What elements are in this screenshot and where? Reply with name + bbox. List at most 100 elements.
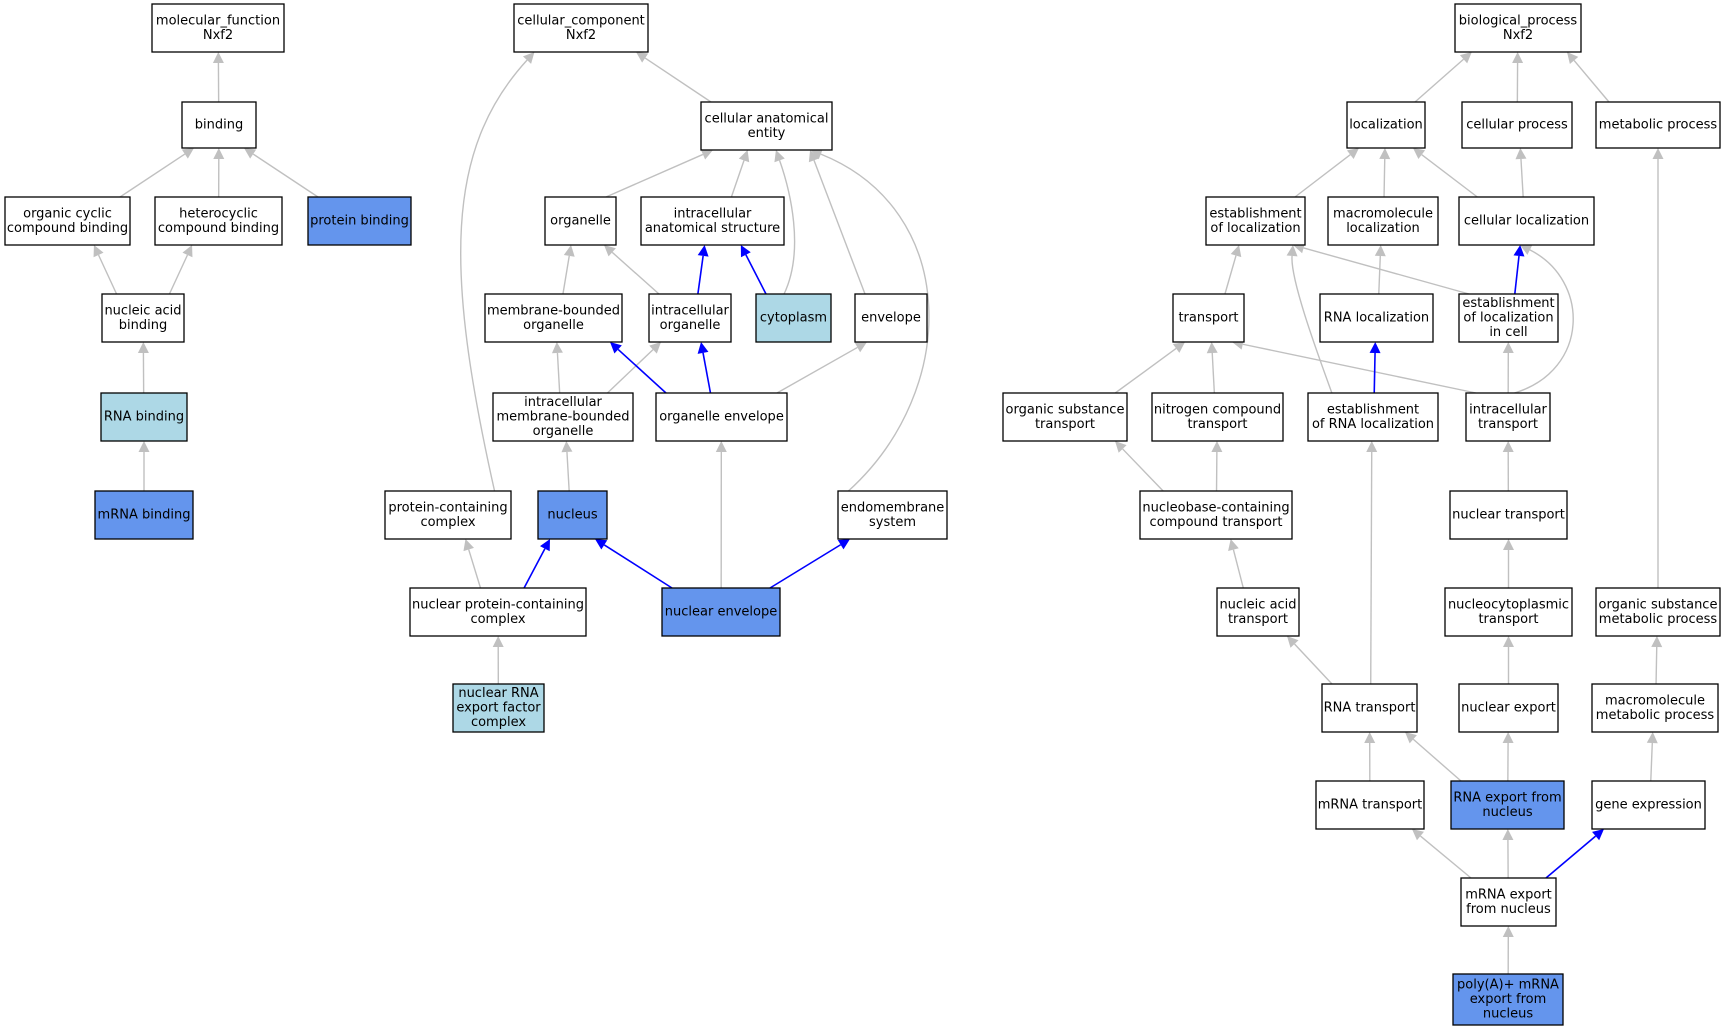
edge-line bbox=[1211, 352, 1216, 394]
node-label: binding bbox=[119, 318, 167, 333]
node-box bbox=[854, 293, 928, 343]
node-box bbox=[1444, 587, 1573, 637]
node-cytoplasm: cytoplasm bbox=[755, 293, 832, 343]
edge-cytoplasm-to-ias bbox=[740, 245, 767, 295]
node-protein-binding: protein binding bbox=[307, 196, 412, 246]
edge-line bbox=[1514, 249, 1574, 394]
node-label: organelle bbox=[550, 214, 611, 229]
edge-ict-to-eolc bbox=[1502, 342, 1514, 394]
edge-io-to-ias bbox=[697, 245, 709, 295]
edge-arrowhead bbox=[93, 245, 104, 258]
edge-npcc-to-pcc bbox=[463, 539, 482, 589]
node-label: organic substance bbox=[1006, 402, 1125, 417]
node-label: organelle bbox=[660, 318, 721, 333]
node-label: system bbox=[869, 515, 916, 530]
node-box bbox=[537, 490, 608, 540]
edge-arrowhead bbox=[1512, 52, 1524, 64]
edge-npcc-to-nucleus bbox=[523, 539, 550, 589]
edge-arrowhead bbox=[1503, 636, 1514, 647]
edge-ntr-to-ict bbox=[1502, 441, 1514, 492]
node-label: of RNA localization bbox=[1312, 417, 1434, 432]
node-label: nucleocytoplasmic bbox=[1448, 597, 1569, 612]
node-box bbox=[452, 683, 545, 733]
node-label: intracellular bbox=[524, 395, 602, 410]
edge-arrowhead bbox=[181, 148, 194, 159]
node-label: cytoplasm bbox=[760, 311, 827, 326]
node-box bbox=[1458, 683, 1559, 733]
edge-arrowhead bbox=[774, 150, 785, 163]
node-organelle-envelope: organelle envelope bbox=[655, 392, 788, 442]
edge-arrowhead bbox=[1228, 539, 1239, 552]
node-box bbox=[154, 196, 283, 246]
edge-osmp-to-mp bbox=[1652, 148, 1664, 588]
edge-arrowhead bbox=[1369, 342, 1381, 354]
node-box bbox=[1315, 780, 1425, 830]
edge-arrowhead bbox=[213, 148, 225, 160]
edge-arrowhead bbox=[1379, 148, 1391, 160]
edge-line bbox=[1373, 352, 1376, 394]
edge-line bbox=[776, 346, 858, 394]
edge-arrowhead bbox=[1412, 829, 1424, 841]
edge-arrowhead bbox=[810, 148, 823, 160]
edge-rnat-to-erl bbox=[1366, 441, 1378, 685]
edge-arrowhead bbox=[182, 245, 193, 258]
edge-nab-to-ocb bbox=[93, 245, 118, 295]
edge-line bbox=[1545, 835, 1597, 879]
edge-line bbox=[168, 254, 189, 295]
node-box bbox=[1452, 973, 1564, 1026]
node-binding: binding bbox=[181, 101, 257, 149]
edge-arrowhead bbox=[1502, 732, 1514, 744]
edge-binding-to-mf bbox=[212, 52, 224, 103]
edge-line bbox=[1122, 448, 1164, 492]
node-box bbox=[1449, 490, 1568, 540]
edge-line bbox=[603, 544, 673, 589]
node-box bbox=[755, 293, 832, 343]
edge-line bbox=[1378, 255, 1381, 295]
edge-nenv-to-oenv bbox=[715, 441, 727, 589]
edge-arrowhead bbox=[700, 149, 713, 160]
node-box bbox=[1450, 780, 1565, 830]
edge-protbind-to-binding bbox=[244, 148, 319, 198]
edge-line bbox=[1414, 58, 1465, 103]
edge-arrowhead bbox=[1515, 148, 1527, 160]
edge-arrowhead bbox=[522, 52, 535, 64]
node-label: membrane-bounded bbox=[487, 303, 620, 318]
node-label: nucleus bbox=[1483, 1007, 1533, 1022]
edge-arrowhead bbox=[1651, 636, 1663, 648]
node-label: localization bbox=[1349, 118, 1423, 133]
node-box bbox=[1454, 3, 1582, 53]
node-box bbox=[1458, 293, 1559, 343]
node-box bbox=[484, 293, 623, 343]
edge-line bbox=[1114, 347, 1177, 394]
node-box bbox=[1461, 101, 1573, 149]
node-label: macromolecule bbox=[1605, 693, 1705, 708]
node-label: mRNA binding bbox=[98, 508, 191, 523]
node-box bbox=[1591, 683, 1719, 733]
node-box bbox=[1346, 101, 1426, 149]
node-box bbox=[384, 490, 512, 540]
node-label: cellular process bbox=[1466, 118, 1568, 133]
node-box bbox=[1172, 293, 1245, 343]
node-box bbox=[648, 293, 732, 343]
node-label: protein-containing bbox=[388, 500, 507, 515]
edge-arrowhead bbox=[1503, 539, 1514, 550]
edge-nenv-to-endo bbox=[769, 539, 850, 589]
node-rna-binding: RNA binding bbox=[100, 392, 188, 442]
edge-arrowhead bbox=[1502, 829, 1514, 841]
node-box bbox=[181, 101, 257, 149]
edge-arrowhead bbox=[1502, 441, 1514, 453]
node-label: complex bbox=[471, 715, 526, 730]
node-label: nuclear transport bbox=[1452, 508, 1565, 523]
node-label: mRNA export bbox=[1465, 887, 1552, 902]
edge-arrowhead bbox=[1366, 441, 1378, 453]
